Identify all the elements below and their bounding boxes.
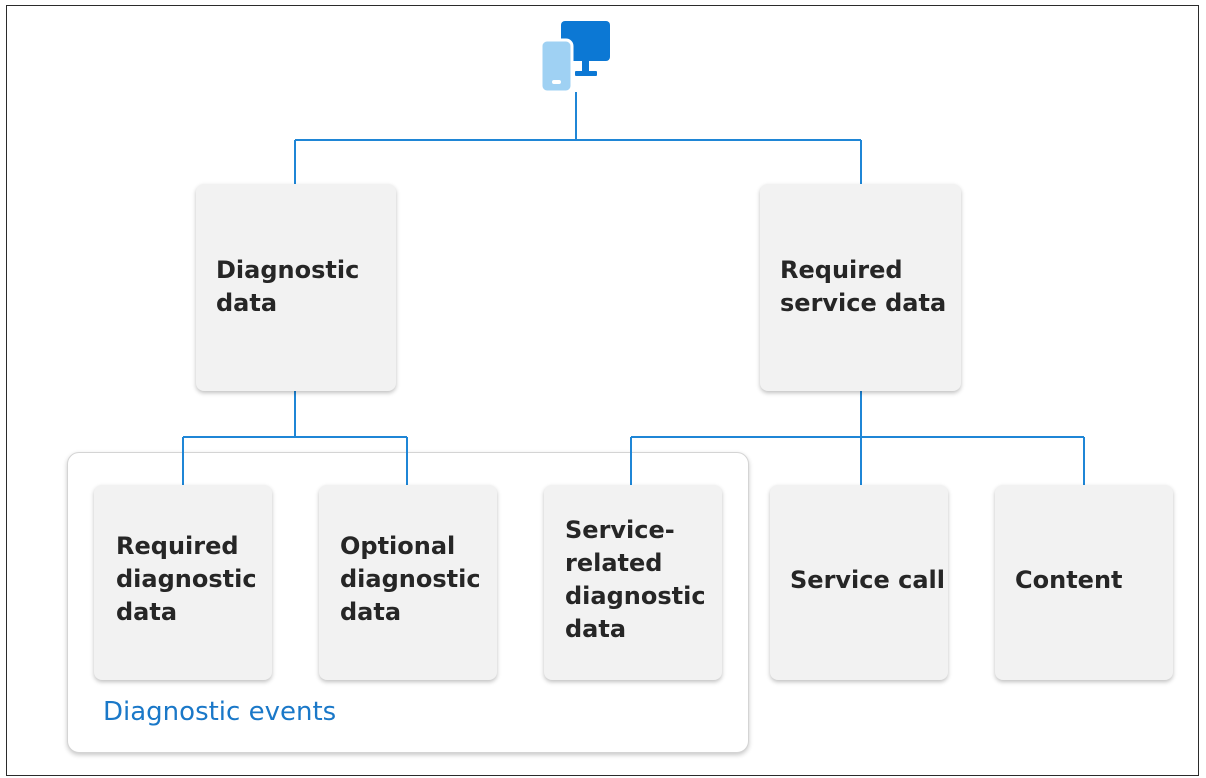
- node-optional-diagnostic-data-label: Optional diagnostic data: [340, 532, 481, 626]
- node-required-service-data-label: Required service data: [780, 256, 947, 317]
- node-diagnostic-data: Diagnostic data: [196, 184, 396, 391]
- device-computer-phone-icon: [539, 21, 610, 94]
- node-content-label: Content: [1015, 566, 1123, 594]
- node-content: Content: [995, 485, 1173, 680]
- node-required-diagnostic-data-label: Required diagnostic data: [116, 532, 257, 626]
- diagnostic-events-label: Diagnostic events: [103, 697, 337, 727]
- node-service-related-diagnostic-data: Service- related diagnostic data: [544, 485, 722, 680]
- node-service-related-diagnostic-data-label: Service- related diagnostic data: [565, 516, 706, 643]
- node-service-call: Service call: [770, 485, 948, 680]
- node-service-call-label: Service call: [790, 566, 946, 594]
- node-diagnostic-data-label: Diagnostic data: [216, 256, 360, 317]
- node-optional-diagnostic-data: Optional diagnostic data: [319, 485, 497, 680]
- node-required-service-data: Required service data: [760, 184, 961, 391]
- node-required-diagnostic-data: Required diagnostic data: [94, 485, 272, 680]
